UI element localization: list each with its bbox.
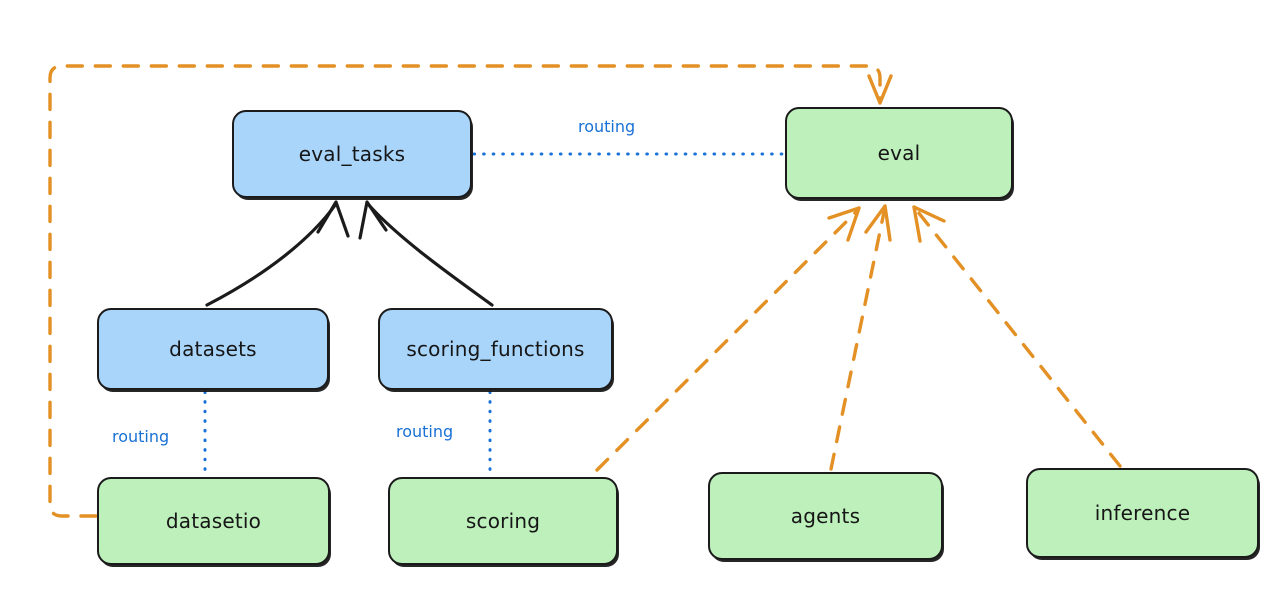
node-scoring[interactable]: scoring [388,477,618,565]
node-eval-tasks[interactable]: eval_tasks [232,110,472,198]
node-eval-label: eval [877,141,921,165]
edge-datasets-to-eval-tasks [205,200,350,307]
node-eval[interactable]: eval [785,107,1013,199]
node-datasets-label: datasets [169,337,257,361]
node-agents-label: agents [790,504,861,528]
node-agents[interactable]: agents [708,472,943,560]
node-datasetio[interactable]: datasetio [97,477,330,565]
edge-label-routing-datasets: routing [112,427,170,446]
edge-label-routing-scoring-functions: routing [396,422,454,441]
node-scoring-functions-label: scoring_functions [406,337,585,361]
edge-agents-to-eval [829,204,892,471]
node-inference-label: inference [1094,501,1191,525]
edge-inference-to-eval [912,205,1122,468]
edge-label-routing-eval-tasks: routing [578,117,636,136]
node-scoring-functions[interactable]: scoring_functions [378,308,613,390]
node-eval-tasks-label: eval_tasks [298,142,406,166]
edge-scoring-functions-to-eval-tasks [358,200,494,307]
node-scoring-label: scoring [465,509,541,533]
edge-scoring-to-eval [595,206,861,472]
node-datasetio-label: datasetio [165,509,262,533]
node-inference[interactable]: inference [1026,468,1259,558]
node-datasets[interactable]: datasets [97,308,329,390]
